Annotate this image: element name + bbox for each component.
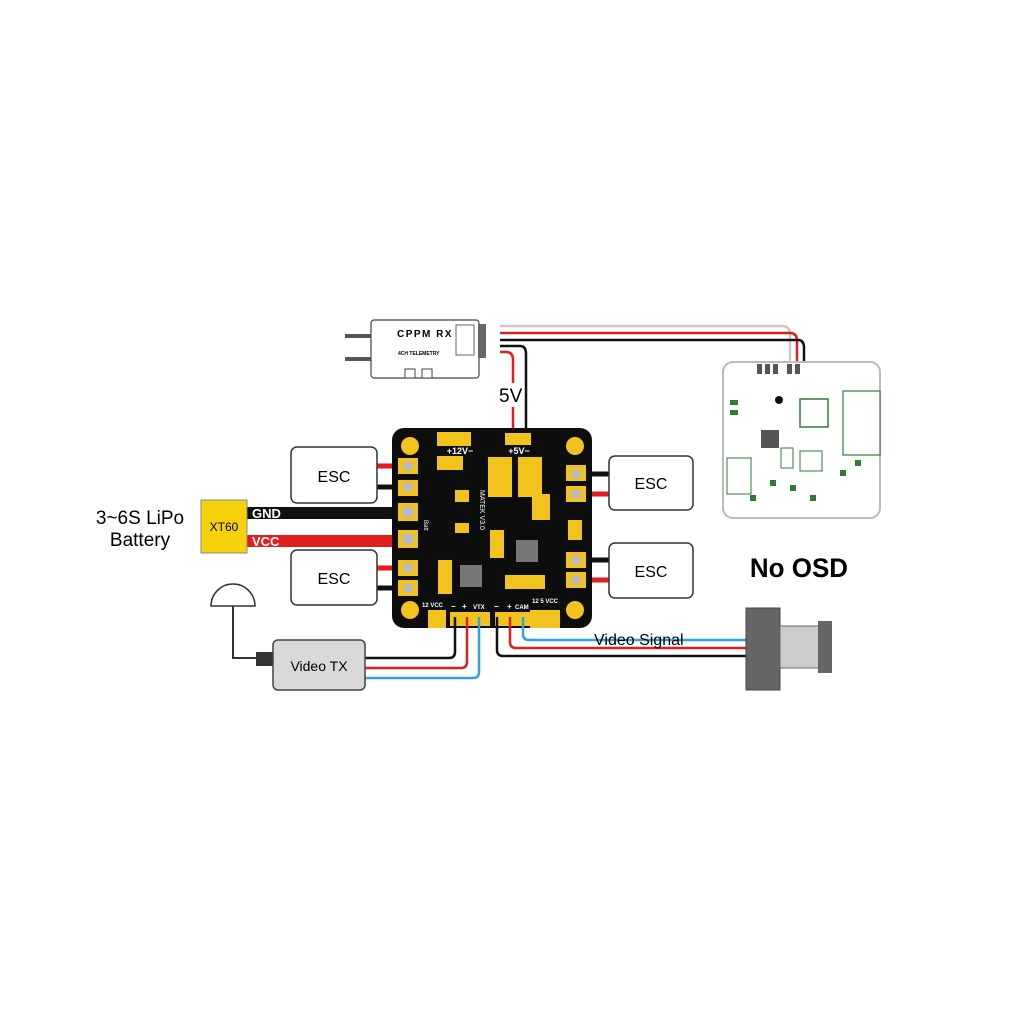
- xt60-connector: [200, 499, 248, 554]
- gnd-label: GND: [252, 506, 281, 521]
- esc-front-left: [290, 446, 378, 504]
- cam-minus: −: [494, 602, 499, 611]
- vcc-label: VCC: [252, 534, 280, 549]
- right-vcc-label: 12 5 VCC: [532, 599, 559, 605]
- rail-5v-label: +5V−: [508, 446, 530, 456]
- esc-label: ESC: [635, 564, 668, 581]
- cppm-receiver: CPPM RX 4CH TELEMETRY: [345, 319, 486, 379]
- esc-boxes: [290, 446, 694, 606]
- receiver-subtitle: 4CH TELEMETRY: [398, 351, 440, 357]
- rail-12v-label: +12V−: [447, 446, 474, 456]
- no-osd-label: No OSD: [750, 552, 848, 583]
- batt-label: Batt: [422, 520, 428, 531]
- cam-pad-label: CAM: [515, 605, 529, 611]
- fpv-camera-icon: [745, 607, 832, 691]
- video-tx-label: Video TX: [290, 658, 348, 674]
- esc-front-right: [608, 455, 694, 511]
- esc-label: ESC: [318, 571, 351, 588]
- vtx-plus: +: [462, 602, 467, 611]
- cam-plus: +: [507, 602, 512, 611]
- 5v-wire-label: 5V: [499, 386, 523, 407]
- battery-label-line2: Battery: [110, 530, 171, 551]
- flight-controller-board: [722, 361, 881, 519]
- left-vcc-label: 12 VCC: [422, 603, 444, 609]
- video-tx-box: [272, 639, 366, 691]
- xt60-label: XT60: [210, 520, 239, 534]
- esc-rear-right: [608, 542, 694, 599]
- board-name: MATEK V3.0: [478, 490, 485, 530]
- battery-label-line1: 3~6S LiPo: [96, 508, 184, 529]
- vtx-minus: −: [451, 602, 456, 611]
- vtx-antenna-icon: [210, 583, 274, 666]
- video-signal-label: Video Signal: [594, 632, 684, 649]
- rx-to-fc-wires: [500, 324, 806, 430]
- esc-label: ESC: [635, 476, 668, 493]
- esc-label: ESC: [318, 469, 351, 486]
- power-distribution-board: +12V− +5V− MATEK V3.0 Batt 12 VCC − + VT…: [392, 428, 592, 628]
- esc-rear-left: [290, 549, 378, 606]
- receiver-title: CPPM RX: [397, 329, 453, 340]
- vtx-pad-label: VTX: [473, 605, 485, 611]
